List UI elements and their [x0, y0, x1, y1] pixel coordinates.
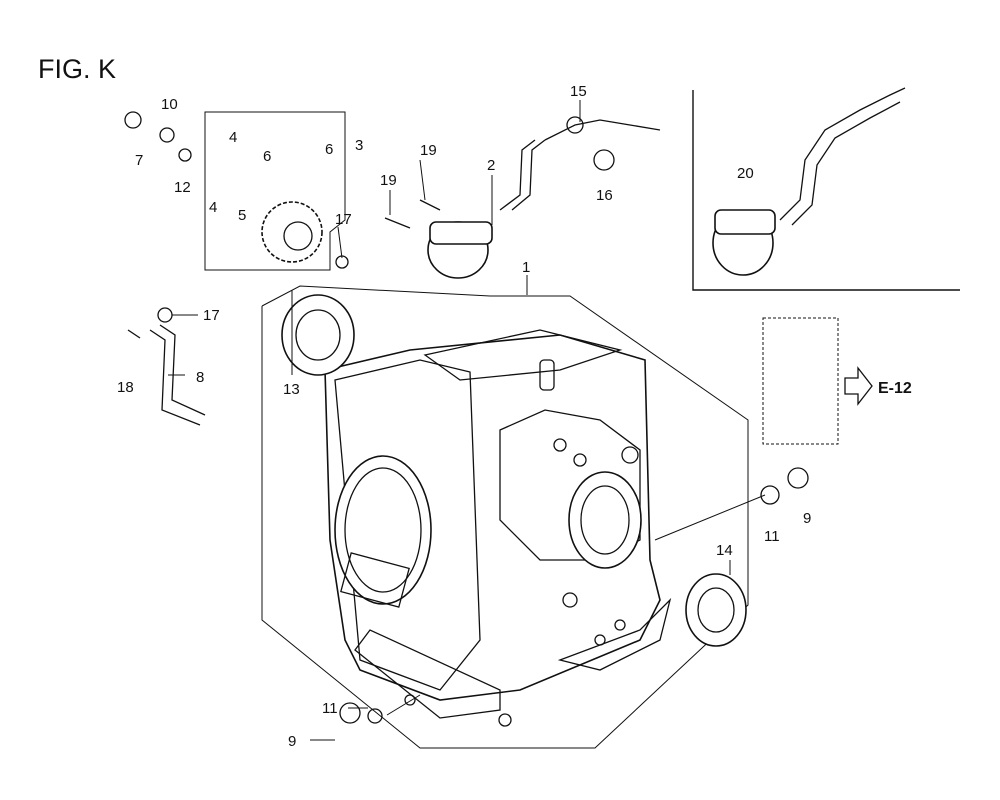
ref-arrow-e12	[844, 366, 873, 406]
callout-15: 15	[570, 83, 587, 100]
callout-17b: 17	[203, 307, 220, 324]
callout-17a: 17	[335, 211, 352, 228]
callout-5: 5	[238, 207, 246, 224]
callout-16: 16	[596, 187, 613, 204]
governor-gear-5	[261, 201, 323, 263]
callout-14: 14	[716, 542, 733, 559]
callout-20: 20	[737, 165, 754, 182]
callout-12: 12	[174, 179, 191, 196]
callout-19a: 19	[420, 142, 437, 159]
bolts-and-washers	[124, 111, 809, 724]
callout-10: 10	[161, 96, 178, 113]
inset-box-e12	[762, 317, 839, 445]
callout-18: 18	[117, 379, 134, 396]
inset-box-20	[692, 90, 960, 291]
crankcase-body	[324, 329, 672, 727]
crankcase-outline	[261, 285, 749, 749]
callout-13: 13	[283, 381, 300, 398]
oil-level-switch-2	[427, 116, 661, 279]
callout-7: 7	[135, 152, 143, 169]
callout-8: 8	[196, 369, 204, 386]
tube-8	[149, 324, 206, 426]
figure-title: FIG. K	[38, 54, 117, 84]
callout-19b: 19	[380, 172, 397, 189]
callout-11a: 11	[322, 700, 338, 717]
callout-labels: 1 2 3 4 4 5 6 6 7 8 9 9 10 11 11 12 13 1…	[117, 83, 811, 750]
callout-9a: 9	[288, 733, 296, 750]
callout-11b: 11	[764, 528, 780, 545]
governor-group-box	[204, 111, 346, 271]
reference-e12: E-12	[878, 380, 912, 397]
oil-level-switch-20	[712, 87, 906, 276]
callout-1: 1	[522, 259, 530, 276]
callout-4b: 4	[209, 199, 217, 216]
oil-seal-13	[281, 294, 355, 376]
callout-2: 2	[487, 157, 495, 174]
callout-6b: 6	[325, 141, 333, 158]
callout-9b: 9	[803, 510, 811, 527]
oil-seal-14	[685, 573, 747, 647]
callout-4a: 4	[229, 129, 237, 146]
callout-6a: 6	[263, 148, 271, 165]
leader-lines	[168, 100, 766, 741]
callout-3: 3	[355, 137, 363, 154]
